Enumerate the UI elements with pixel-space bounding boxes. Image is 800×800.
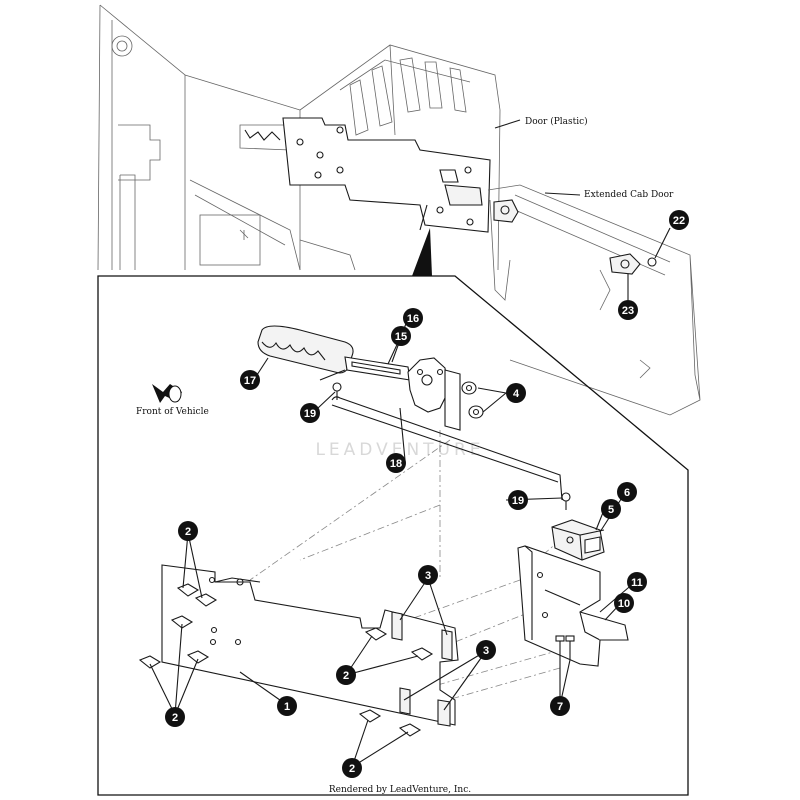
svg-text:2: 2 <box>185 526 191 538</box>
callout-6: 6 <box>617 482 637 502</box>
svg-text:17: 17 <box>244 375 256 387</box>
callout-3-a: 3 <box>418 565 438 585</box>
svg-text:19: 19 <box>304 408 316 420</box>
callout-2-c: 2 <box>165 707 185 727</box>
callout-2-d: 2 <box>342 758 362 778</box>
callout-5: 5 <box>601 499 621 519</box>
nut-part <box>461 381 484 419</box>
latch-block-part <box>551 519 605 561</box>
svg-text:10: 10 <box>618 598 630 610</box>
rendered-by-credit: Rendered by LeadVenture, Inc. <box>329 785 471 795</box>
watermark-text: LEADVENTURE <box>315 440 484 460</box>
svg-text:6: 6 <box>624 487 630 499</box>
callout-18: 18 <box>386 453 406 473</box>
callout-10: 10 <box>614 593 634 613</box>
svg-text:23: 23 <box>622 305 634 317</box>
svg-text:5: 5 <box>608 504 614 516</box>
callout-11: 11 <box>627 572 647 592</box>
handle-part <box>257 325 354 374</box>
striker-bracket-part <box>517 545 629 667</box>
screw-part <box>138 583 434 737</box>
svg-text:1: 1 <box>284 701 290 713</box>
svg-text:19: 19 <box>512 495 524 507</box>
svg-text:7: 7 <box>557 701 563 713</box>
mounting-plate-part <box>161 564 459 726</box>
rod-clip-part <box>332 382 571 510</box>
callout-7: 7 <box>550 696 570 716</box>
bolt-part <box>555 635 575 660</box>
callout-22: 22 <box>669 210 689 230</box>
callout-4: 4 <box>506 383 526 403</box>
detail-frame <box>97 275 689 796</box>
svg-text:2: 2 <box>349 763 355 775</box>
callout-23: 23 <box>618 300 638 320</box>
svg-text:2: 2 <box>172 712 178 724</box>
svg-text:3: 3 <box>425 570 431 582</box>
svg-text:15: 15 <box>395 331 407 343</box>
door-plastic-label: Door (Plastic) <box>525 116 588 127</box>
callout-3-b: 3 <box>476 640 496 660</box>
front-of-vehicle-label: Front of Vehicle <box>136 407 209 417</box>
callout-16: 16 <box>403 308 423 328</box>
svg-text:22: 22 <box>673 215 685 227</box>
callout-15: 15 <box>391 326 411 346</box>
svg-text:4: 4 <box>513 388 520 400</box>
svg-text:2: 2 <box>343 670 349 682</box>
extended-cab-door-label: Extended Cab Door <box>584 190 674 200</box>
callout-2-b: 2 <box>336 665 356 685</box>
svg-text:18: 18 <box>390 458 402 470</box>
callout-17: 17 <box>240 370 260 390</box>
door-overview <box>97 4 701 416</box>
callout-19-lower: 19 <box>508 490 528 510</box>
latch-actuator-part <box>319 356 461 431</box>
front-of-vehicle-arrow-icon <box>152 384 182 403</box>
callout-2-a: 2 <box>178 521 198 541</box>
callout-1: 1 <box>277 696 297 716</box>
callout-19-upper: 19 <box>300 403 320 423</box>
svg-text:16: 16 <box>407 313 419 325</box>
svg-text:11: 11 <box>631 577 643 589</box>
svg-text:3: 3 <box>483 645 489 657</box>
